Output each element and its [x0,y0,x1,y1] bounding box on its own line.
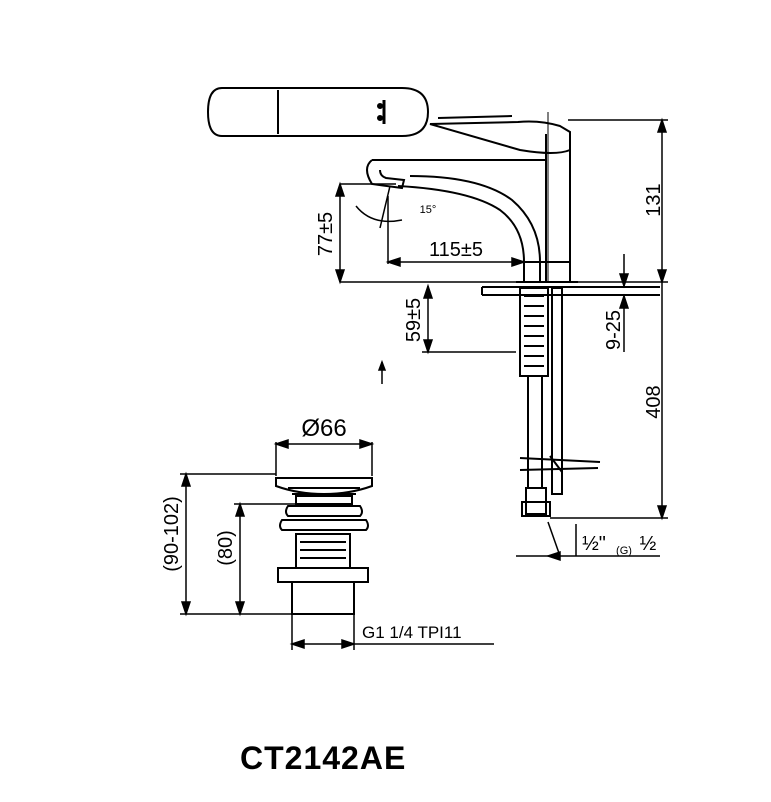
faucet-side-view [366,112,578,283]
deck-thickness-label: 9-25 [603,310,625,350]
spout-height-label: 77±5 [315,212,337,256]
drain-diameter-label: Ø66 [301,415,346,442]
below-deck-assembly [481,286,660,517]
connection-left-label: ½" [582,533,606,555]
drain-height-label: (80) [215,530,237,566]
overall-height-label: 131 [643,183,665,216]
connection-mid-label: (G) [616,545,632,557]
model-code: CT2142AE [240,740,407,776]
below-deck-tail-label: 59±5 [403,298,425,342]
connection-right-label: ½ [640,533,657,555]
handle-angle-label: 15° [420,204,437,216]
drain-dimension-lines [180,438,494,650]
drain-assembly [275,477,373,615]
drain-height-range-label: (90-102) [161,496,183,572]
spout-reach-label: 115±5 [429,239,483,261]
handle-top-view [206,87,430,137]
drain-thread-label: G1 1/4 TPI11 [362,623,462,642]
hose-length-label: 408 [643,385,665,418]
dimension-lines [334,117,668,562]
